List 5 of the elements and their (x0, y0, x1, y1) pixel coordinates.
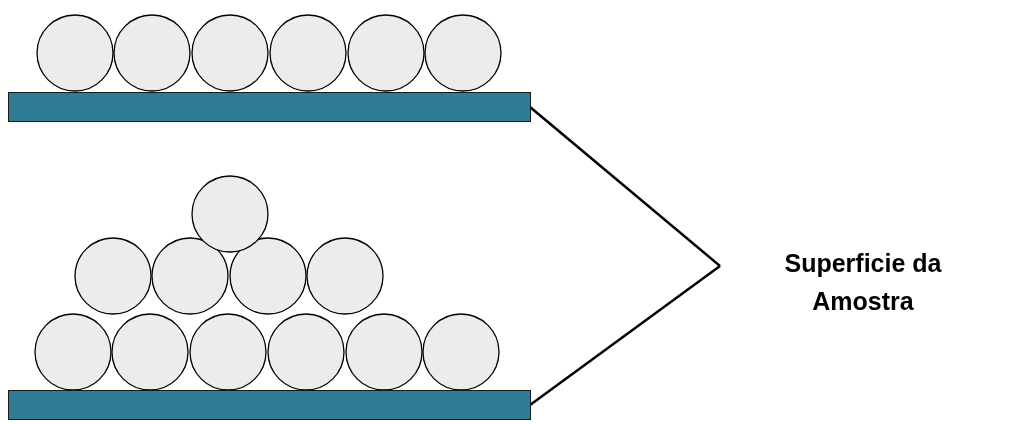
sample-substrate-bar (8, 92, 531, 122)
leader-line (529, 265, 721, 406)
annotation-text: Superficie da Amostra (728, 244, 998, 324)
sample-substrate-bar (8, 390, 531, 420)
leader-line (529, 106, 721, 267)
